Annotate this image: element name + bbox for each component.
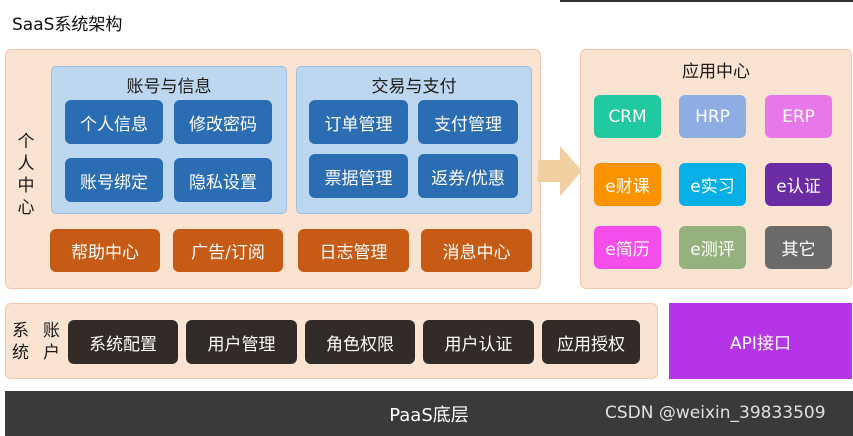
user-auth-button[interactable]: 用户认证 [423, 320, 534, 364]
role-permission-button[interactable]: 角色权限 [305, 320, 415, 364]
right-arrow-icon [538, 146, 582, 196]
privacy-settings-button[interactable]: 隐私设置 [174, 158, 272, 202]
app-e-finance[interactable]: e财课 [594, 163, 661, 206]
invoice-management-button[interactable]: 票据管理 [309, 154, 408, 198]
user-management-button[interactable]: 用户管理 [186, 320, 297, 364]
trade-payment-title: 交易与支付 [371, 77, 457, 97]
personal-info-button[interactable]: 个人信息 [65, 100, 163, 144]
app-other[interactable]: 其它 [765, 226, 832, 269]
personal-center-label: 个 人 中 心 [17, 132, 35, 218]
ads-subscription-button[interactable]: 广告/订阅 [173, 229, 283, 272]
account-binding-button[interactable]: 账号绑定 [65, 158, 163, 202]
watermark: CSDN @weixin_39833509 [605, 403, 826, 423]
paas-layer-bar: PaaS底层 [5, 391, 853, 436]
api-interface-block[interactable]: API接口 [669, 303, 852, 379]
app-e-certification[interactable]: e认证 [765, 163, 832, 206]
page-title: SaaS系统架构 [12, 15, 123, 35]
account-info-title: 账号与信息 [126, 77, 212, 97]
app-center-title: 应用中心 [682, 62, 750, 82]
app-e-internship[interactable]: e实习 [679, 163, 746, 206]
app-e-resume[interactable]: e简历 [594, 226, 661, 269]
log-management-button[interactable]: 日志管理 [298, 229, 409, 272]
top-border-line [560, 0, 853, 2]
change-password-button[interactable]: 修改密码 [174, 100, 272, 144]
app-hrp[interactable]: HRP [679, 95, 746, 138]
app-erp[interactable]: ERP [765, 95, 832, 138]
account-system-label: 系账 统户 [12, 321, 60, 363]
help-center-button[interactable]: 帮助中心 [50, 229, 160, 272]
order-management-button[interactable]: 订单管理 [309, 100, 408, 144]
message-center-button[interactable]: 消息中心 [421, 229, 532, 272]
payment-management-button[interactable]: 支付管理 [418, 100, 518, 144]
app-e-assessment[interactable]: e测评 [679, 226, 746, 269]
coupon-discount-button[interactable]: 返券/优惠 [418, 154, 518, 198]
app-crm[interactable]: CRM [594, 95, 661, 138]
app-authorization-button[interactable]: 应用授权 [542, 320, 640, 364]
system-config-button[interactable]: 系统配置 [68, 320, 178, 364]
